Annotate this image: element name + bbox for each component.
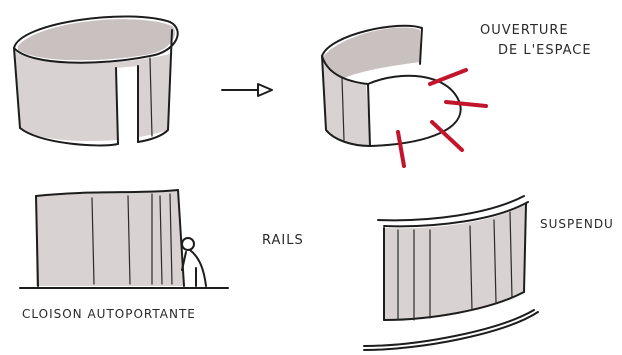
label-cloison: CLOISON AUTOPORTANTE <box>22 307 196 321</box>
transform-arrow <box>222 84 272 96</box>
label-suspendu: SUSPENDU <box>540 217 614 231</box>
label-ouverture-line1: OUVERTURE <box>480 23 569 38</box>
person-figure <box>182 238 206 286</box>
label-ouverture-line2: DE L'ESPACE <box>498 43 592 58</box>
suspended-curtain <box>364 196 538 350</box>
closed-cylinder-enclosure <box>14 16 178 145</box>
label-rails: RAILS <box>262 233 304 248</box>
opening-rays <box>398 70 486 166</box>
